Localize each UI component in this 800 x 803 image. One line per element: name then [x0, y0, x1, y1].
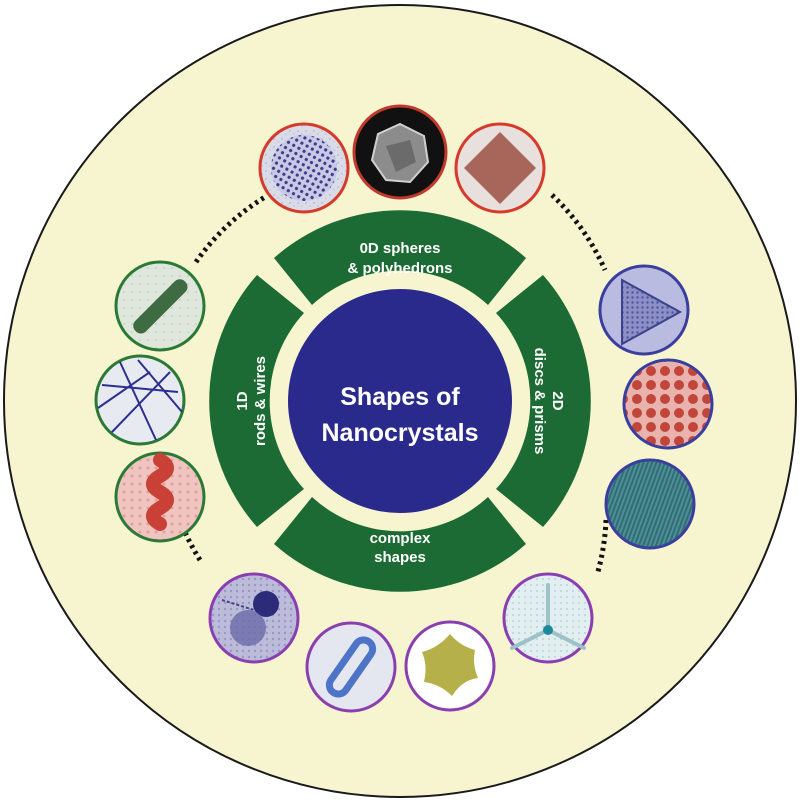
triangle-prism-tem-icon: [600, 266, 688, 354]
nanorod-tem-icon: [116, 262, 204, 350]
polyhedron-sem-icon: [354, 106, 446, 198]
center-title-line2: Nanocrystals: [321, 419, 478, 447]
label-complex-line1: complex: [370, 530, 432, 547]
label-2d-line2: discs & prisms: [531, 348, 548, 455]
star-plate-icon: [406, 622, 494, 710]
core-shell-tem-icon: [210, 574, 298, 662]
label-1d-line2: rods & wires: [252, 356, 269, 446]
disc-array-tem-icon: [624, 360, 712, 448]
nanowire-network-icon: [96, 356, 184, 444]
label-complex-line2: shapes: [374, 549, 426, 566]
label-1d-line1: 1D: [234, 391, 251, 410]
helix-wire-tem-icon: [116, 453, 204, 541]
cube-tem-icon: [456, 124, 544, 212]
tripod-tem-icon: [504, 574, 592, 662]
center-title-line1: Shapes of: [340, 383, 460, 411]
nanotube-ring-icon: [307, 623, 395, 711]
label-2d-line1: 2D: [549, 391, 566, 410]
lattice-sphere-tem-icon: [260, 124, 348, 212]
label-0d-line2: & polyhedrons: [347, 260, 452, 277]
label-0d-line1: 0D spheres: [360, 240, 441, 257]
sheet-lattice-tem-icon: [606, 460, 694, 548]
